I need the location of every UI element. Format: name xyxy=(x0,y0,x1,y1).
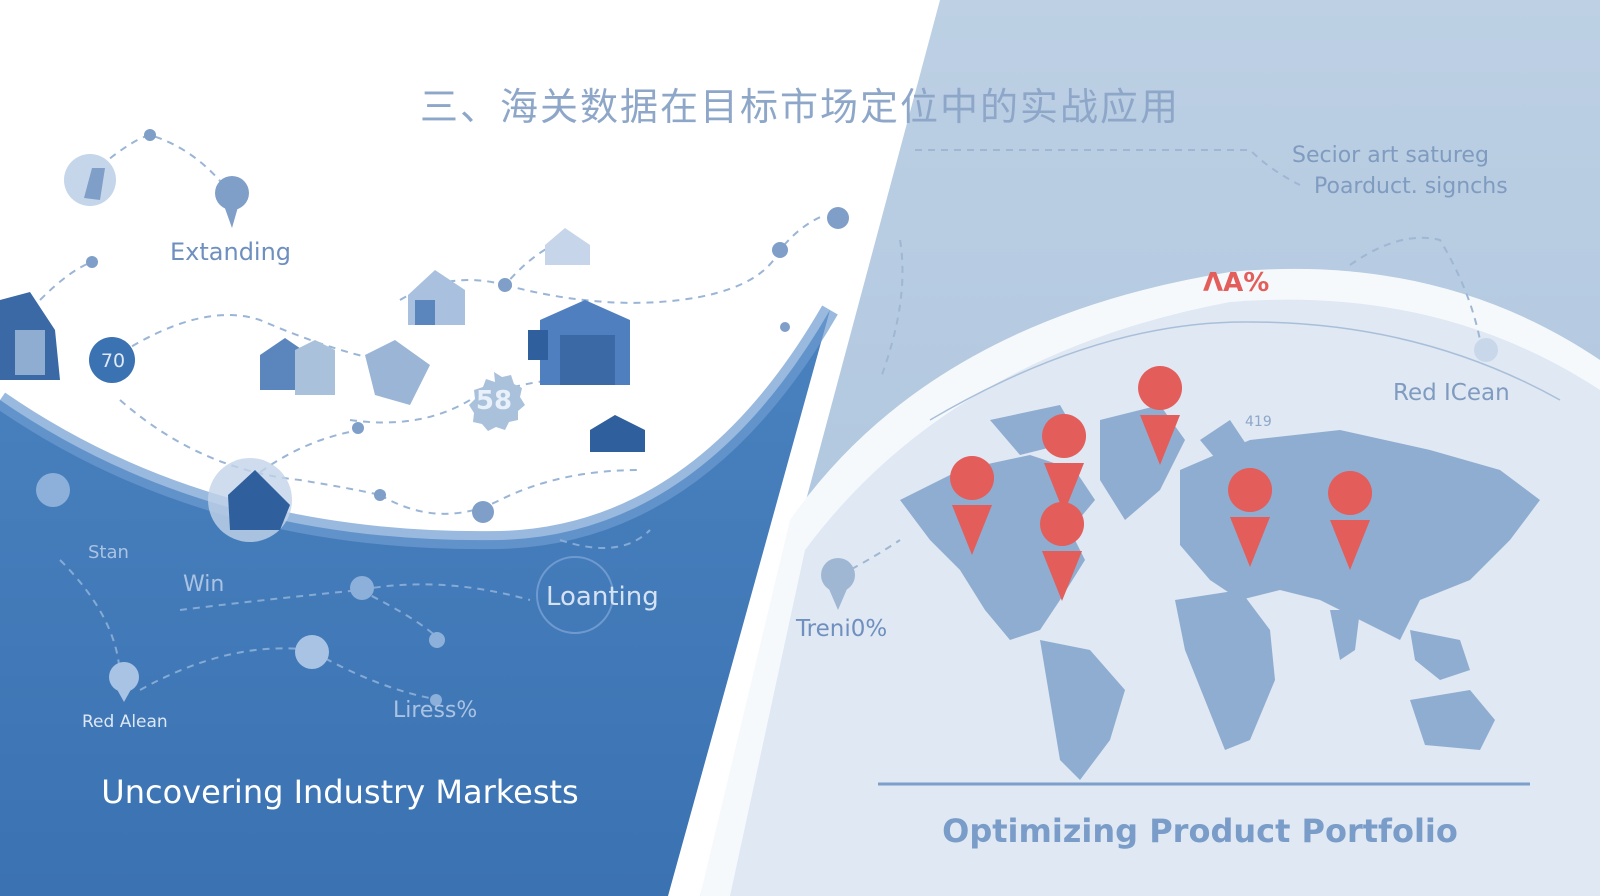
label-secior: Secior art satureg xyxy=(1292,143,1489,168)
label-loanting: Loanting xyxy=(546,582,659,612)
right-panel-caption: Optimizing Product Portfolio xyxy=(942,812,1458,850)
network-node-icon xyxy=(350,576,374,600)
location-marker-icon xyxy=(215,176,249,228)
left-wave-highlight xyxy=(0,305,838,550)
location-marker-icon xyxy=(109,662,139,702)
network-node-icon xyxy=(772,242,788,258)
map-note: 419 xyxy=(1245,414,1272,430)
label-red-ocean: Red ICean xyxy=(1393,380,1510,406)
network-node-icon xyxy=(430,694,442,706)
location-markers xyxy=(36,154,855,702)
network-node-icon xyxy=(780,322,790,332)
location-marker-icon xyxy=(64,154,116,206)
network-node-icon xyxy=(144,129,156,141)
map-pin-icon xyxy=(950,456,995,555)
map-pin-icon xyxy=(1228,468,1273,567)
map-pin-icon xyxy=(1042,414,1087,513)
network-node-icon xyxy=(472,501,494,523)
building-icon xyxy=(590,415,645,452)
label-extanding: Extanding xyxy=(170,238,292,266)
map-india xyxy=(1330,610,1360,660)
label-red-alean: Red Alean xyxy=(82,712,168,732)
badge-70: 70 xyxy=(100,350,126,372)
badge-58: 58 xyxy=(475,386,513,416)
label-stan: Stan xyxy=(88,542,129,563)
label-poarduct: Poarduct. signchs xyxy=(1314,174,1508,199)
label-percent: ΛA% xyxy=(1203,268,1270,298)
map-pins xyxy=(950,366,1373,601)
location-marker-icon xyxy=(821,558,855,610)
left-wave-panel xyxy=(0,310,830,896)
house-icon xyxy=(365,340,430,405)
badge-58-shape xyxy=(469,372,525,431)
map-southeast-asia xyxy=(1410,630,1470,680)
house-icon xyxy=(545,228,590,265)
network-node-icon xyxy=(827,207,849,229)
location-marker-icon xyxy=(36,473,70,507)
building-icon xyxy=(0,292,60,380)
map-south-america xyxy=(1040,640,1125,780)
map-scandinavia xyxy=(1200,420,1250,470)
loanting-ring xyxy=(536,556,614,634)
network-node-icon xyxy=(352,422,364,434)
badge-70-circle xyxy=(89,337,135,383)
network-node-icon xyxy=(86,256,98,268)
map-pin-icon xyxy=(1328,471,1373,570)
house-icon xyxy=(260,338,335,395)
slide-title: 三、海关数据在目标市场定位中的实战应用 xyxy=(419,85,1180,129)
house-icon xyxy=(208,458,292,542)
location-marker-icon xyxy=(295,635,329,669)
map-pin-icon xyxy=(1138,366,1183,465)
house-icon xyxy=(408,270,465,325)
label-liress: Liress% xyxy=(393,698,478,723)
map-north-america xyxy=(900,455,1095,640)
network-nodes xyxy=(86,129,1498,706)
network-node-icon xyxy=(429,632,445,648)
label-win: Win xyxy=(183,572,225,597)
label-treni: Treni0% xyxy=(796,616,888,642)
network-node-icon xyxy=(374,489,386,501)
building-icon xyxy=(528,300,630,385)
map-australia xyxy=(1410,690,1495,750)
globe-arc-line xyxy=(929,321,1561,421)
network-paths-lower xyxy=(59,529,651,701)
network-node-icon xyxy=(1474,338,1498,362)
left-panel-caption: Uncovering Industry Markests xyxy=(101,773,579,811)
building-cluster xyxy=(0,228,645,542)
map-africa xyxy=(1175,590,1275,750)
network-node-icon xyxy=(498,278,512,292)
map-pin-icon xyxy=(1040,502,1085,601)
